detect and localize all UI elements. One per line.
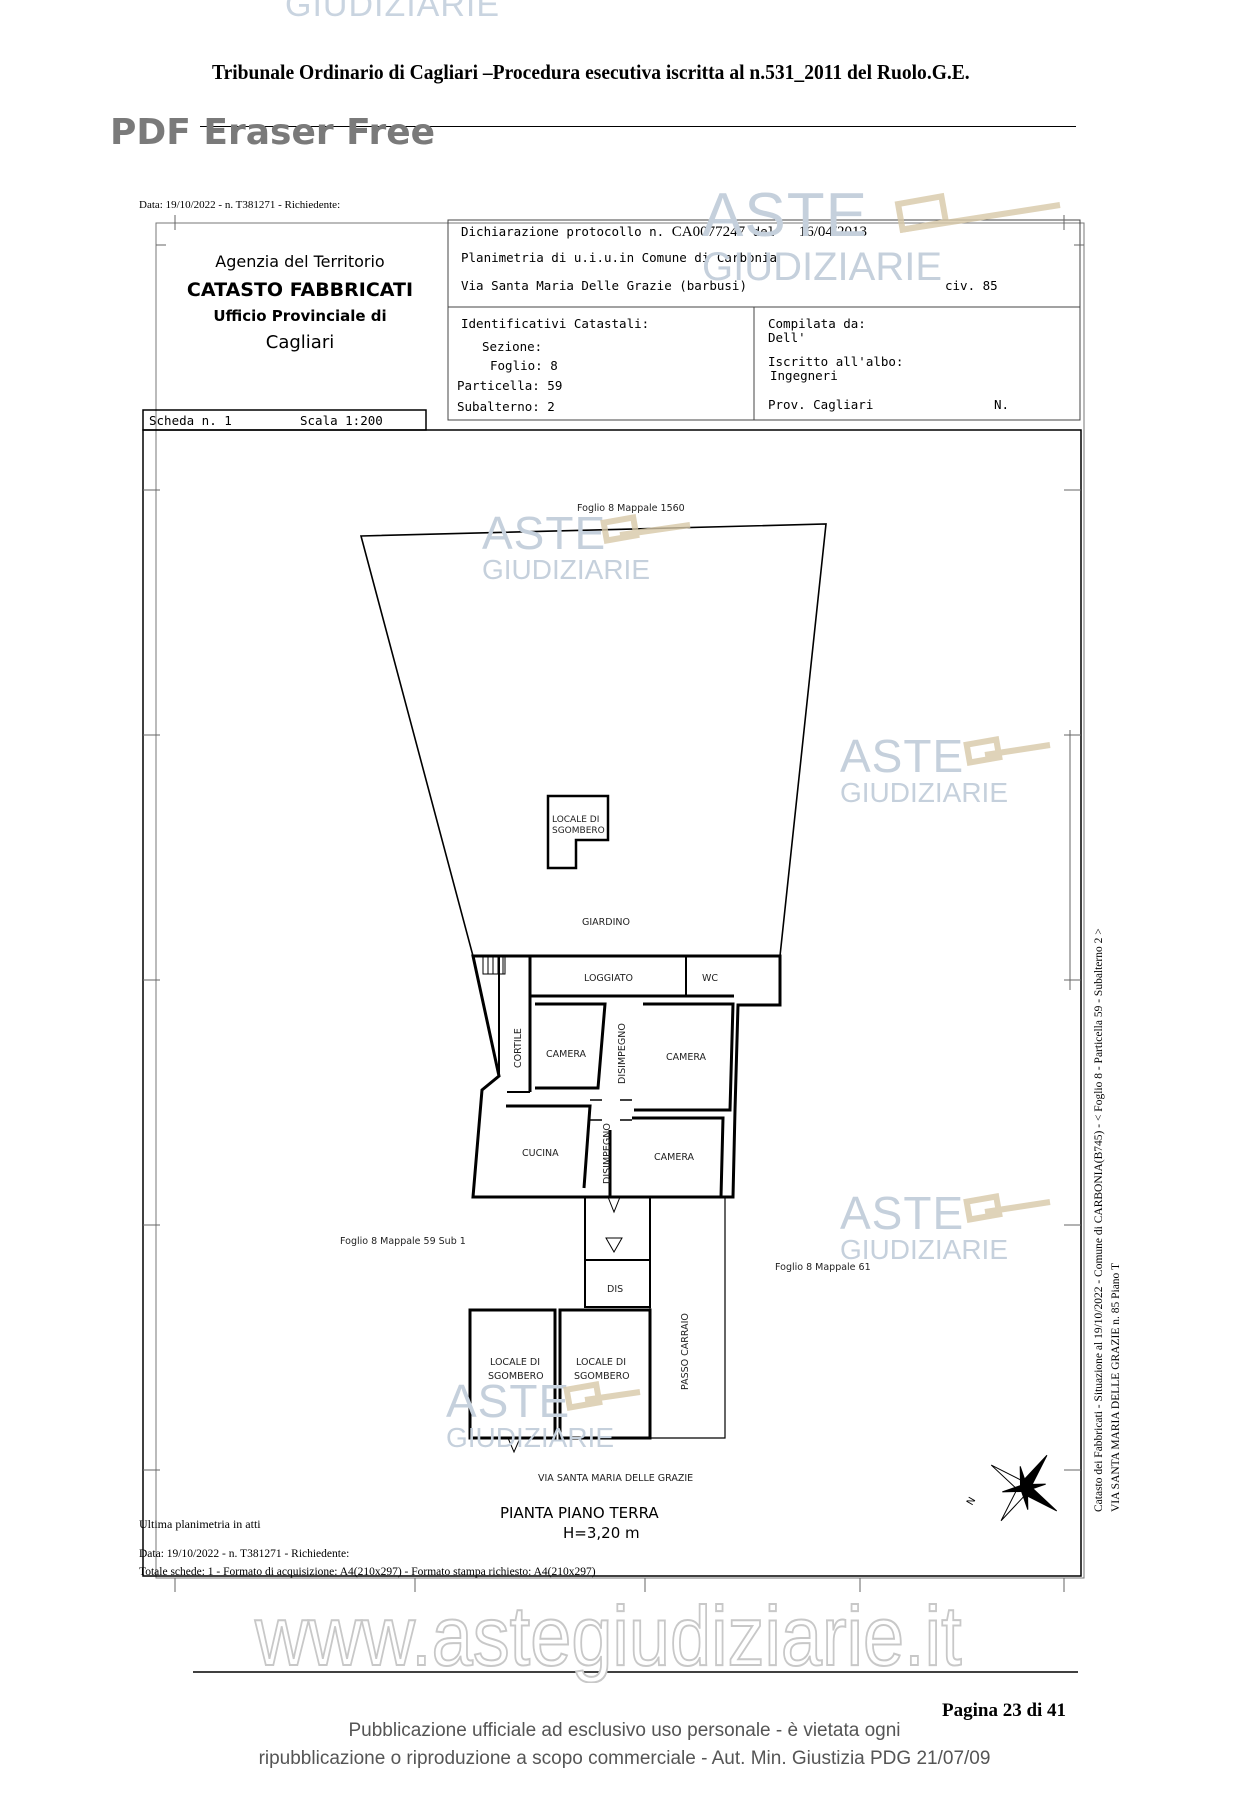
label-locale-top-1: LOCALE DI (552, 815, 600, 825)
agency-city: Cagliari (265, 332, 335, 353)
date-top: Data: 19/10/2022 - n. T381271 - Richiede… (139, 199, 341, 211)
watermark-aste-3: ASTE GIUDIZIARIE (840, 730, 1009, 808)
identifier-subalterno: Subalterno: 2 (457, 399, 555, 414)
label-locale-top-2: SGOMBERO (552, 826, 605, 836)
agency-office: Ufficio Provinciale di (213, 307, 387, 325)
identifier-foglio: Foglio: 8 (490, 358, 558, 373)
protocol-number: CA0077247 (671, 224, 746, 240)
planimetria-line: Planimetria di u.i.u.in Comune di Carbon… (461, 250, 778, 265)
scale-label: Scala 1:200 (300, 413, 383, 428)
label-locale-a-2: SGOMBERO (488, 1371, 544, 1382)
label-pianta: PIANTA PIANO TERRA (500, 1504, 659, 1522)
agency-name: Agenzia del Territorio (215, 252, 385, 271)
label-passo-carraio: PASSO CARRAIO (680, 1313, 691, 1390)
scheda-label: Scheda n. 1 (149, 413, 232, 428)
protocol-date: 16/04/2013 (798, 224, 868, 240)
top-watermark: GIUDIZIARIE (285, 0, 501, 24)
agency-catasto: CATASTO FABBRICATI (186, 279, 414, 301)
label-locale-b-2: SGOMBERO (574, 1371, 630, 1382)
identifiers-title: Identificativi Catastali: (461, 316, 650, 331)
label-locale-a-1: LOCALE DI (490, 1357, 540, 1368)
label-height: H=3,20 m (563, 1524, 640, 1542)
label-wc: WC (702, 973, 719, 984)
label-cortile: CORTILE (513, 1028, 524, 1068)
register-number-label: N. (994, 397, 1010, 412)
label-camera-3: CAMERA (654, 1152, 695, 1163)
label-dis: DIS (607, 1284, 624, 1295)
label-disimpegno-1: DISIMPEGNO (617, 1023, 628, 1084)
publication-note-line1: Pubblicazione ufficiale ad esclusivo uso… (348, 1720, 901, 1741)
label-locale-b-1: LOCALE DI (576, 1357, 626, 1368)
pdf-eraser-label: PDF Eraser Free (110, 112, 436, 153)
label-cucina: CUCINA (522, 1148, 559, 1159)
total-sheets: Totale schede: 1 - Formato di acquisizio… (139, 1566, 596, 1578)
watermark-aste-1: ASTE GIUDIZIARIE (702, 181, 943, 289)
compiler-label: Compilata da: (768, 316, 866, 331)
label-street: VIA SANTA MARIA DELLE GRAZIE (538, 1473, 694, 1484)
del-label: del (752, 224, 776, 239)
label-mappale-right: Foglio 8 Mappale 61 (775, 1262, 871, 1273)
compiler-name: Dell' (768, 330, 806, 345)
side-text-cadastre: Catasto dei Fabbricati - Situazione al 1… (1093, 928, 1105, 1512)
protocol-label: Dichiarazione protocollo n. (461, 224, 665, 239)
label-loggiato: LOGGIATO (584, 973, 633, 984)
page-number: Pagina 23 di 41 (942, 1700, 1067, 1721)
watermark-aste-5: ASTE GIUDIZIARIE (446, 1375, 615, 1453)
label-disimpegno-2: DISIMPEGNO (602, 1123, 613, 1184)
document-title: Tribunale Ordinario di Cagliari –Procedu… (212, 60, 970, 84)
watermark-aste-4: ASTE GIUDIZIARIE (840, 1187, 1009, 1265)
svg-text:N: N (965, 1496, 978, 1508)
identifier-particella: Particella: 59 (457, 378, 563, 393)
watermark-aste-2: ASTE GIUDIZIARIE (482, 507, 651, 585)
website-watermark: www.astegiudiziarie.it (254, 1588, 962, 1684)
publication-note-line2: ripubblicazione o riproduzione a scopo c… (258, 1748, 991, 1769)
register-value: Ingegneri (770, 368, 838, 383)
civic-number: civ. 85 (945, 278, 998, 293)
label-giardino: GIARDINO (582, 917, 630, 928)
declaration-protocol: Dichiarazione protocollo n. CA0077247 de… (461, 224, 867, 241)
address-line: Via Santa Maria Delle Grazie (barbusi) (461, 278, 747, 293)
header-divider (200, 126, 1076, 127)
province-label: Prov. Cagliari (768, 397, 874, 412)
label-camera-1: CAMERA (546, 1049, 587, 1060)
register-label: Iscritto all'albo: (768, 354, 904, 369)
identifier-sezione: Sezione: (482, 339, 543, 354)
last-planimetry-note: Ultima planimetria in atti (139, 1517, 261, 1531)
date-bottom: Data: 19/10/2022 - n. T381271 - Richiede… (139, 1548, 350, 1560)
label-mappale-left: Foglio 8 Mappale 59 Sub 1 (340, 1236, 466, 1247)
label-camera-2: CAMERA (666, 1052, 707, 1063)
label-mappale-top: Foglio 8 Mappale 1560 (577, 503, 685, 514)
side-text-address: VIA SANTA MARIA DELLE GRAZIE n. 85 Piano… (1110, 1263, 1122, 1512)
